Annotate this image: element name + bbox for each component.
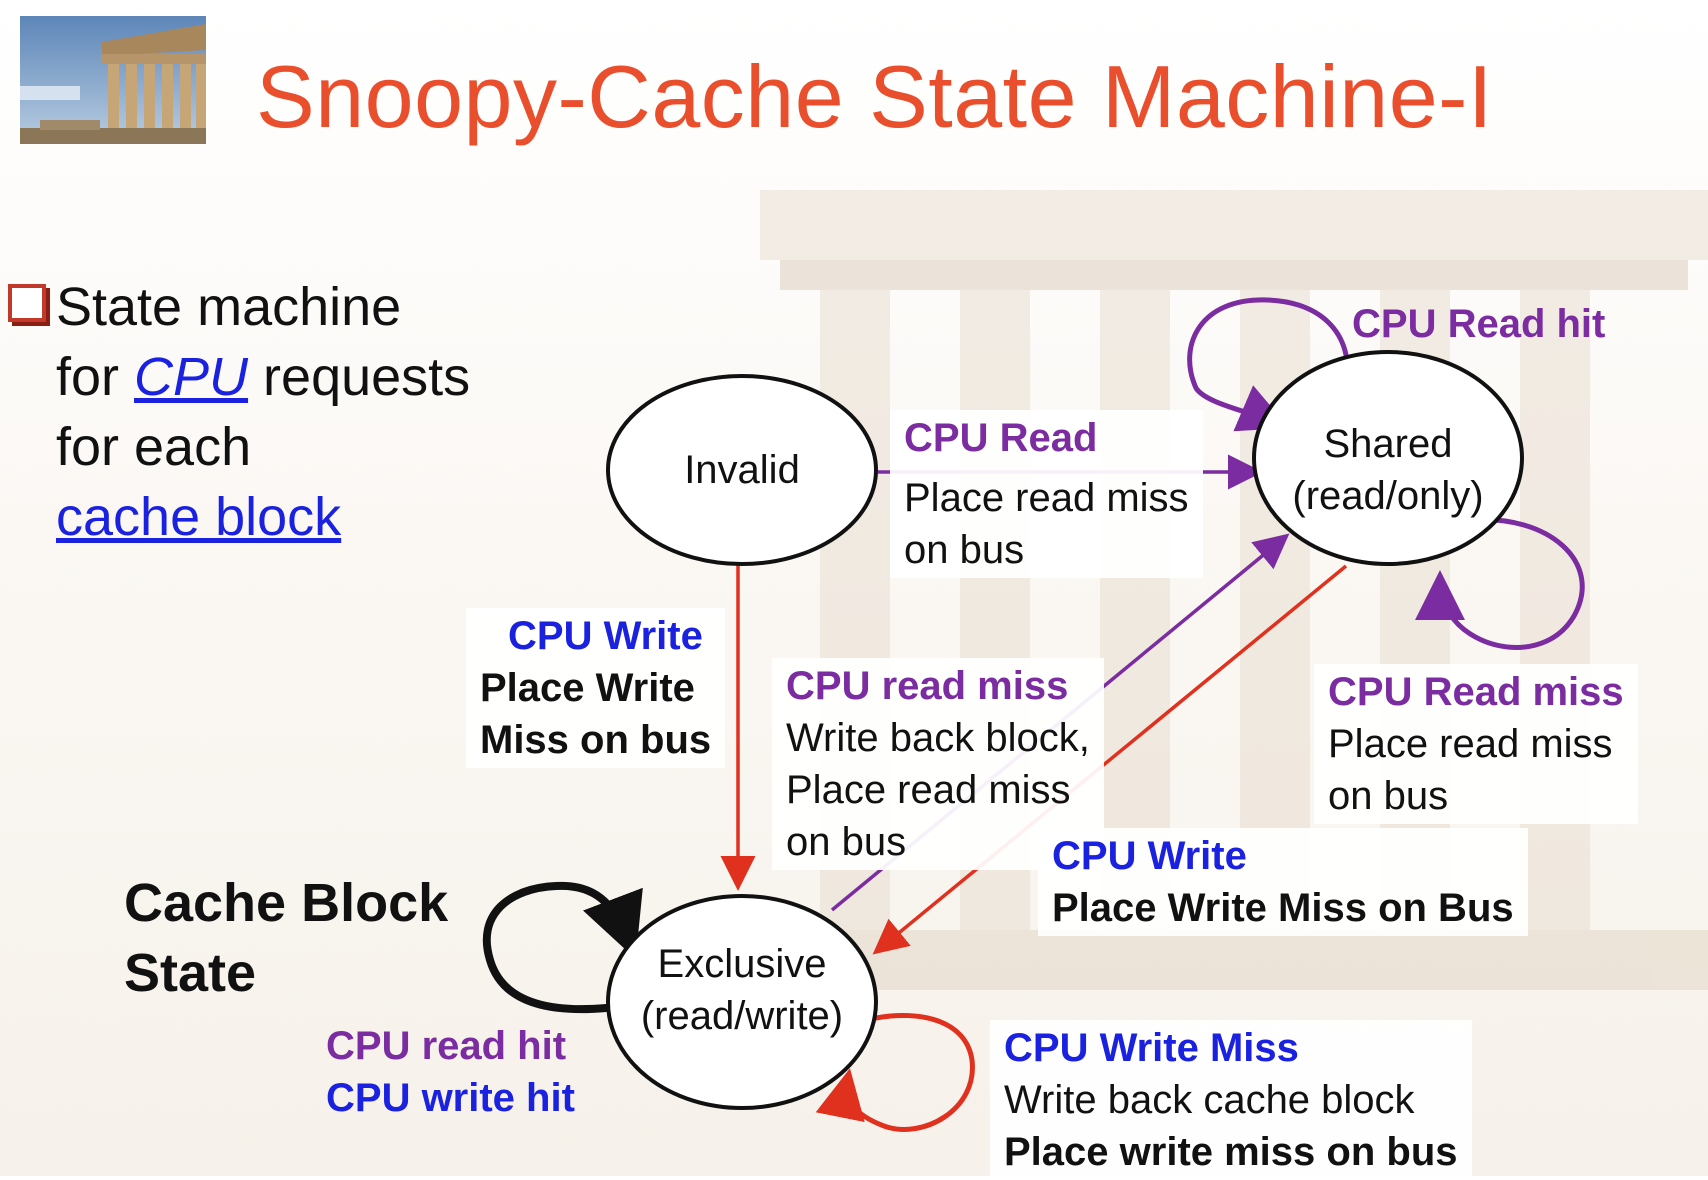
exclusive-self-hit-event-1: CPU read hit: [326, 1024, 567, 1068]
shared-to-exclusive-event: CPU Write: [1052, 834, 1247, 878]
exclusive-self-hit-event-2: CPU write hit: [326, 1076, 575, 1120]
state-exclusive-label: Exclusive (read/write): [608, 938, 876, 1042]
exclusive-self-write-miss-event: CPU Write Miss: [1004, 1026, 1299, 1070]
shared-to-exclusive-action-1: Place Write Miss on Bus: [1052, 886, 1514, 930]
slide-title: Snoopy-Cache State Machine-I: [256, 47, 1493, 146]
state-exclusive-label-1: Exclusive: [657, 942, 827, 986]
invalid-to-exclusive-action-2: Miss on bus: [480, 718, 712, 762]
invalid-to-exclusive-event: CPU Write: [508, 614, 703, 658]
invalid-to-exclusive-action-1: Place Write: [480, 666, 695, 710]
state-shared-label-1: Shared: [1323, 422, 1453, 466]
exclusive-self-write-miss-label: CPU Write Miss Write back cache block Pl…: [990, 1020, 1472, 1180]
exclusive-self-write-miss-action-2: Place write miss on bus: [1004, 1130, 1458, 1174]
exclusive-self-write-miss-action-1: Write back cache block: [1004, 1078, 1415, 1122]
shared-self-hit-event: CPU Read hit: [1352, 302, 1606, 346]
exclusive-self-hit-label: CPU read hit CPU write hit: [326, 1020, 575, 1124]
invalid-to-exclusive-label: CPU Write Place Write Miss on bus: [466, 608, 726, 768]
exclusive-to-shared-action-2: Place read miss: [786, 768, 1071, 812]
bullet-line-4: cache block: [56, 482, 470, 552]
bullet-text: State machine for CPU requests for each …: [56, 272, 470, 552]
loop-shared-read-miss: [1415, 517, 1585, 650]
shared-self-miss-event: CPU Read miss: [1328, 670, 1624, 714]
checkbox-bullet-icon: [8, 284, 46, 322]
bullet-line-2-prefix: for: [56, 347, 135, 407]
parthenon-thumbnail: [20, 16, 206, 144]
invalid-to-shared-event: CPU Read: [904, 416, 1098, 460]
cache-block-state-line-2: State: [124, 943, 257, 1003]
state-shared: [1252, 350, 1524, 566]
exclusive-to-shared-action-3: on bus: [786, 820, 907, 864]
invalid-to-shared-label: CPU Read Place read miss on bus: [890, 410, 1203, 578]
state-invalid-label: Invalid: [684, 448, 800, 492]
exclusive-to-shared-event: CPU read miss: [786, 664, 1069, 708]
loop-exclusive-hit: [482, 881, 643, 1014]
state-exclusive: [606, 894, 878, 1110]
cache-block-link[interactable]: cache block: [56, 487, 342, 547]
state-exclusive-label-2: (read/write): [640, 994, 844, 1038]
loop-shared-read-hit: [1187, 297, 1350, 432]
shared-self-hit-label: CPU Read hit: [1352, 298, 1605, 350]
arrow-shared-to-exclusive: [872, 564, 1348, 955]
loop-exclusive-write-miss: [815, 1013, 975, 1132]
shared-self-miss-label: CPU Read miss Place read miss on bus: [1314, 664, 1638, 824]
shared-self-miss-action-2: on bus: [1328, 774, 1449, 818]
exclusive-to-shared-action-1: Write back block,: [786, 716, 1090, 760]
cache-block-state-line-1: Cache Block: [124, 873, 449, 933]
invalid-to-shared-action-1: Place read miss: [904, 476, 1189, 520]
bullet-line-1: State machine: [56, 277, 402, 337]
bullet-line-3: for each: [56, 417, 252, 477]
shared-to-exclusive-label: CPU Write Place Write Miss on Bus: [1038, 828, 1528, 936]
shared-self-miss-action-1: Place read miss: [1328, 722, 1613, 766]
bullet-line-2: for CPU requests: [56, 342, 470, 412]
bullet-line-2-suffix: requests: [248, 347, 471, 407]
cache-block-state-heading: Cache Block State: [124, 868, 448, 1008]
state-invalid: [606, 374, 878, 566]
state-shared-label: Shared (read/only): [1254, 418, 1522, 522]
invalid-to-shared-action-2: on bus: [904, 528, 1025, 572]
cpu-link[interactable]: CPU: [134, 347, 249, 407]
state-shared-label-2: (read/only): [1292, 474, 1484, 518]
